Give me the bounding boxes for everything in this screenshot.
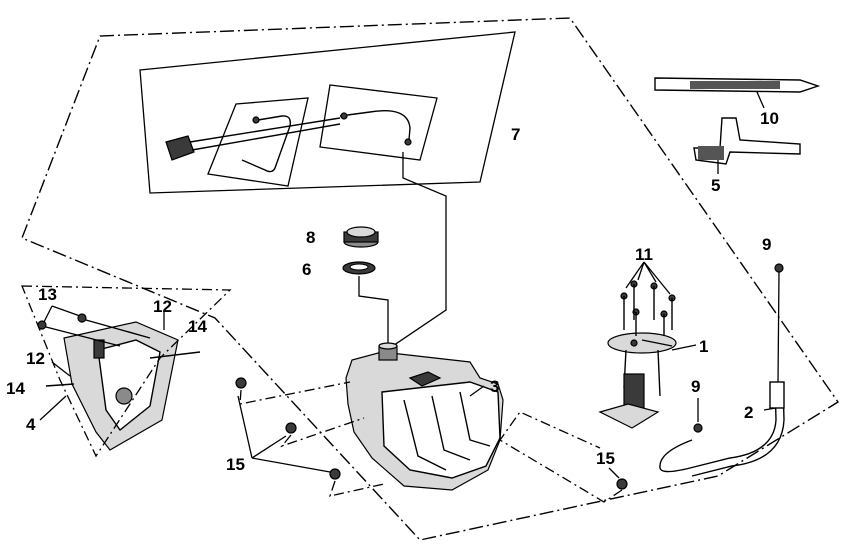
leader-11 [625, 261, 671, 295]
grommet-15d [616, 478, 628, 490]
fuel-pump-bolts [620, 280, 676, 336]
grommet-15c [329, 468, 341, 480]
bolt-13b-shaft [85, 319, 151, 339]
leader-15-right [608, 467, 620, 479]
callout-2: 2 [744, 403, 753, 422]
hose-clip-2 [404, 138, 412, 146]
leader-15-left [237, 395, 331, 473]
mount-line-1 [239, 381, 351, 405]
valve-body [165, 135, 195, 161]
bolt-13b [77, 313, 87, 323]
leader-6-to-filler [358, 276, 389, 350]
screw-14-left [45, 383, 75, 387]
bolt-13a [37, 320, 47, 330]
hose-j-left [241, 115, 292, 173]
leader-12-lower [51, 361, 71, 377]
callout-11: 11 [635, 245, 653, 264]
hose-detail-panel-right [319, 84, 438, 161]
hose-clamp-lower [693, 423, 703, 433]
callout-5: 5 [711, 176, 720, 195]
leader-4 [39, 395, 67, 421]
fuel-tank [345, 342, 504, 491]
bolt-13a-shaft [45, 326, 121, 347]
hose-clip-1 [340, 112, 348, 120]
leader-10 [756, 91, 765, 109]
fuel-cap [343, 226, 379, 248]
screw-14-right [149, 351, 201, 359]
leader-3 [469, 385, 485, 397]
bracket-assembly [63, 321, 179, 451]
hose-detail-panel-left [207, 97, 309, 187]
callout-12-lower: 12 [26, 349, 45, 368]
callout-10: 10 [760, 109, 779, 128]
callout-1: 1 [699, 337, 708, 356]
clamp-strap [693, 117, 801, 165]
leader-2 [763, 407, 777, 411]
leader-7-to-tank [371, 152, 447, 361]
hose-clip-3 [252, 116, 260, 124]
hose-clamp-upper [774, 263, 784, 273]
callout-13: 13 [38, 285, 57, 304]
mount-line-3 [329, 480, 385, 497]
leader-9-upper [777, 271, 780, 383]
valve-arm-lower [191, 123, 341, 151]
vent-hose-assembly [165, 84, 438, 187]
leader-1 [671, 344, 697, 351]
assembly-boundary [21, 17, 839, 541]
callout-14-left: 14 [6, 379, 25, 398]
callout-15-right: 15 [596, 449, 615, 468]
callout-15-left: 15 [226, 455, 245, 474]
fuel-hose-fitting [769, 381, 785, 409]
callout-6: 6 [302, 260, 311, 279]
cable-tie [654, 77, 821, 93]
fuel-pump [598, 332, 677, 429]
bracket-outline [21, 285, 232, 458]
callout-14-right: 14 [188, 317, 207, 336]
callout-4: 4 [26, 415, 36, 434]
mount-line-2 [280, 417, 365, 448]
callout-12-upper: 12 [153, 297, 172, 316]
callout-8: 8 [306, 228, 315, 247]
fuel-cap-gasket [342, 261, 376, 275]
callout-9-upper: 9 [762, 235, 771, 254]
callout-3: 3 [490, 377, 499, 396]
valve-arm [189, 117, 341, 143]
grommet-15a [235, 377, 247, 389]
fuel-hose [659, 381, 777, 473]
grommet-15b [285, 422, 297, 434]
callout-7: 7 [511, 125, 520, 144]
callout-9-lower: 9 [691, 377, 700, 396]
hose-right [339, 110, 411, 141]
vent-hose-box [139, 31, 516, 194]
mount-line-4 [499, 411, 623, 503]
leader-13 [43, 305, 81, 323]
